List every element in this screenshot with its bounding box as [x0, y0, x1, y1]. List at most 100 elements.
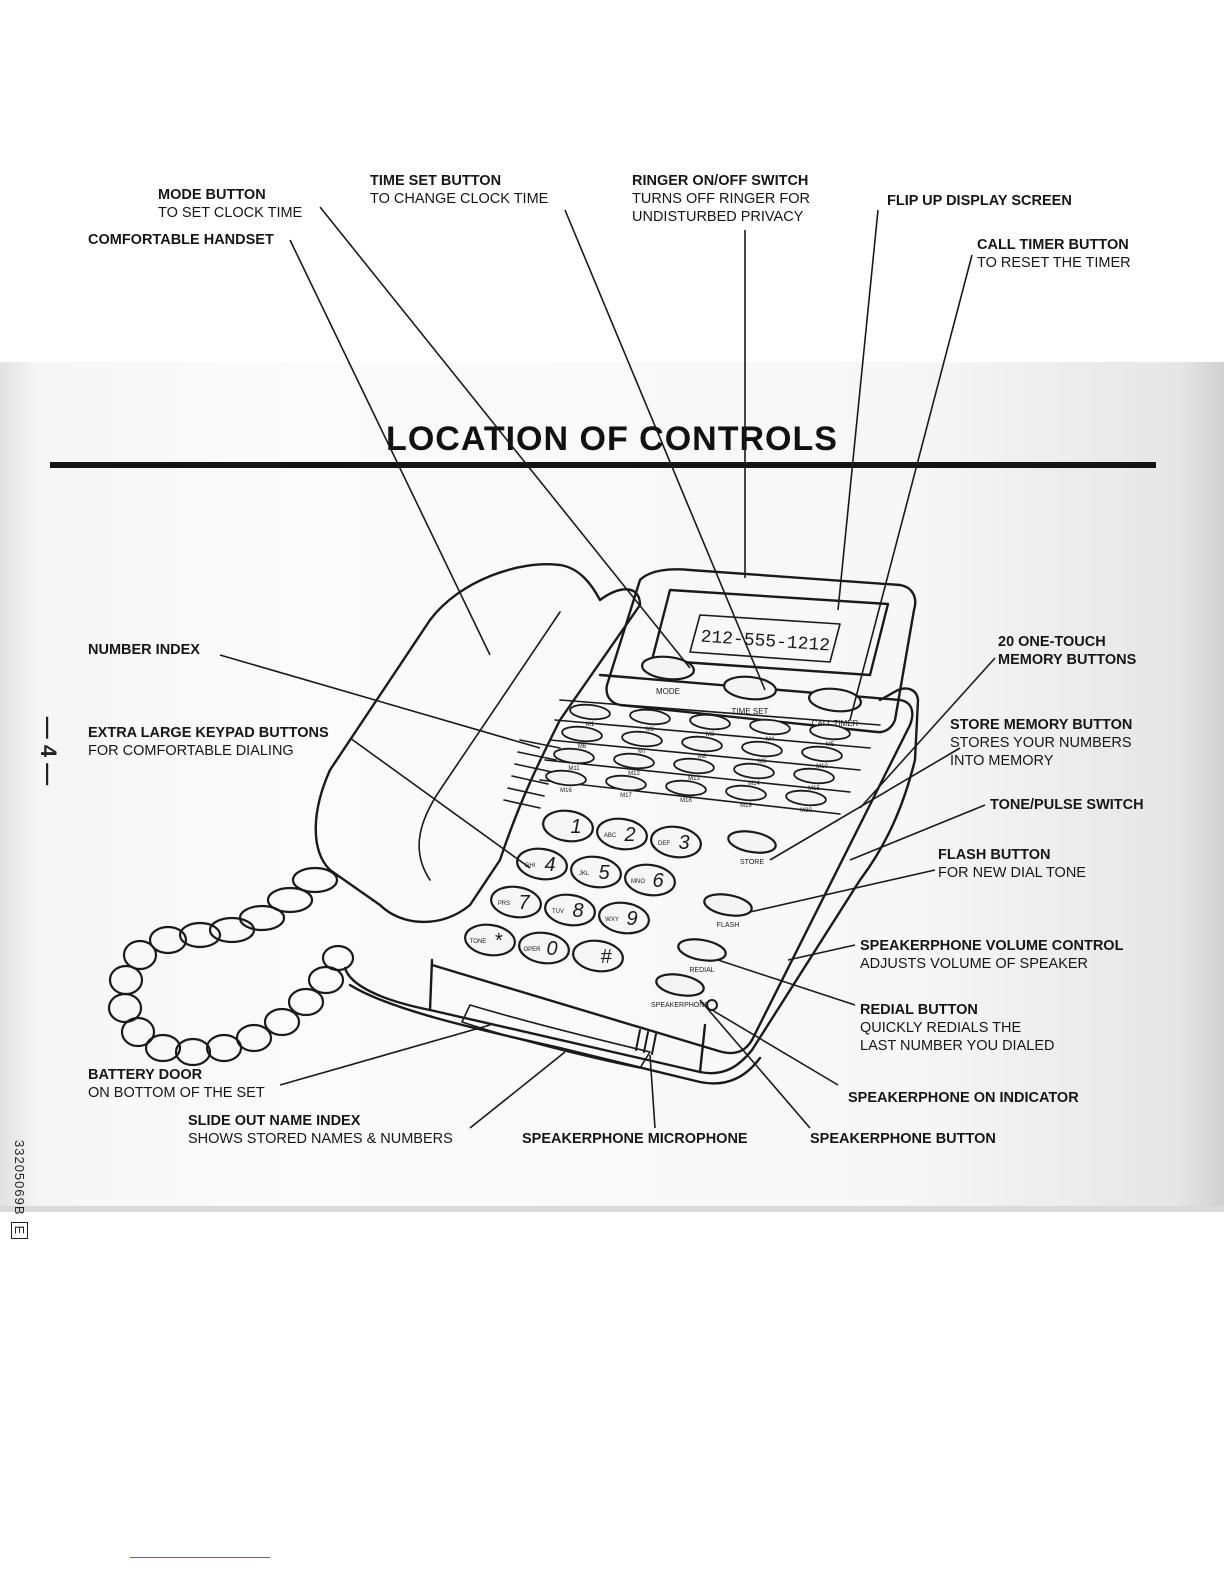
key-letters: OPER — [523, 947, 541, 953]
display-screen — [689, 614, 841, 663]
page-number: — 4 — — [36, 716, 62, 786]
label-flip-display: FLIP UP DISPLAY SCREEN — [887, 193, 1072, 209]
flash-button-label: FLASH — [717, 922, 740, 929]
memory-button-m11[interactable] — [553, 747, 595, 765]
memory-button-label: M14 — [748, 781, 760, 787]
memory-button-m9[interactable] — [741, 740, 783, 758]
memory-button-rows — [539, 699, 881, 815]
memory-button-label: M10 — [816, 764, 828, 770]
memory-button-m6[interactable] — [561, 725, 603, 743]
key-8[interactable] — [543, 892, 597, 929]
label-battery-door: BATTERY DOOR ON BOTTOM OF THE SET — [88, 1067, 265, 1101]
memory-button-label: M19 — [740, 803, 752, 809]
key-9[interactable] — [597, 900, 651, 937]
time-set-button[interactable] — [723, 674, 777, 701]
mode-button[interactable] — [641, 654, 695, 681]
key-digit: 4 — [544, 854, 555, 876]
handset-inner — [418, 611, 561, 881]
key-star[interactable] — [463, 922, 517, 959]
label-mode-button: MODE BUTTON TO SET CLOCK TIME — [158, 187, 303, 221]
key-letters: WXY — [605, 917, 619, 923]
store-button[interactable] — [727, 828, 778, 856]
label-keypad: EXTRA LARGE KEYPAD BUTTONS FOR COMFORTAB… — [88, 725, 329, 759]
memory-button-m14[interactable] — [733, 762, 775, 780]
label-speaker-volume: SPEAKERPHONE VOLUME CONTROL ADJUSTS VOLU… — [860, 938, 1124, 972]
call-timer-button[interactable] — [808, 686, 862, 713]
phone-base — [343, 687, 920, 1075]
key-5[interactable] — [569, 854, 623, 891]
memory-button-label: M1 — [586, 722, 595, 728]
label-handset: COMFORTABLE HANDSET — [88, 232, 274, 248]
doc-code-box: E — [11, 1221, 28, 1240]
key-digit: 1 — [570, 816, 581, 838]
memory-button-label: M3 — [706, 732, 715, 738]
key-6[interactable] — [623, 862, 677, 899]
label-flash-button: FLASH BUTTON FOR NEW DIAL TONE — [938, 847, 1086, 881]
memory-button-m2[interactable] — [629, 708, 671, 726]
memory-button-m7[interactable] — [621, 730, 663, 748]
memory-button-m19[interactable] — [725, 784, 767, 802]
memory-button-m8[interactable] — [681, 735, 723, 753]
key-letters: MNO — [631, 879, 645, 885]
document-code: 33205069BE — [11, 1140, 28, 1240]
label-speaker-mic: SPEAKERPHONE MICROPHONE — [522, 1131, 748, 1147]
label-tone-pulse: TONE/PULSE SWITCH — [990, 797, 1144, 813]
handset-grille — [503, 739, 561, 809]
memory-button-m16[interactable] — [545, 769, 587, 787]
memory-button-label: M8 — [698, 754, 707, 760]
base-front-lip — [428, 958, 707, 1074]
label-speaker-button: SPEAKERPHONE BUTTON — [810, 1131, 996, 1147]
memory-button-m13[interactable] — [673, 757, 715, 775]
label-call-timer-button: CALL TIMER BUTTON TO RESET THE TIMER — [977, 237, 1131, 271]
speakerphone-button-label: SPEAKERPHONE — [651, 1002, 709, 1009]
memory-button-label: M12 — [628, 771, 640, 777]
memory-button-label: M15 — [808, 786, 820, 792]
flash-button[interactable] — [703, 891, 754, 919]
key-4[interactable] — [515, 846, 569, 883]
memory-button-label: M5 — [826, 742, 835, 748]
title-rule — [50, 462, 1156, 468]
key-0[interactable] — [517, 930, 571, 967]
store-button-label: STORE — [740, 859, 764, 866]
memory-button-m12[interactable] — [613, 752, 655, 770]
key-letters: GHI — [525, 863, 536, 869]
key-letters: PRS — [498, 901, 510, 907]
label-time-set-button: TIME SET BUTTON TO CHANGE CLOCK TIME — [370, 173, 549, 207]
key-digit: 2 — [623, 824, 635, 846]
key-digit: 0 — [546, 938, 557, 960]
key-letters: TUV — [552, 909, 564, 915]
key-2[interactable] — [595, 816, 649, 853]
memory-button-m17[interactable] — [605, 774, 647, 792]
key-7[interactable] — [489, 884, 543, 921]
memory-button-label: M7 — [638, 749, 647, 755]
key-3[interactable] — [649, 824, 703, 861]
call-timer-button-label: CALL TIMER — [812, 719, 859, 728]
memory-button-m1[interactable] — [569, 703, 611, 721]
memory-button-m10[interactable] — [801, 745, 843, 763]
redial-button[interactable] — [677, 936, 728, 964]
leader-lines — [219, 206, 996, 1129]
handset — [314, 563, 642, 924]
key-digit: 7 — [518, 892, 530, 914]
memory-button-label: M6 — [578, 744, 587, 750]
display-readout: 212-555-1212 — [700, 628, 831, 657]
memory-button-m18[interactable] — [665, 779, 707, 797]
memory-button-m20[interactable] — [785, 789, 827, 807]
label-redial-button: REDIAL BUTTON QUICKLY REDIALS THE LAST N… — [860, 1002, 1055, 1054]
label-name-index: SLIDE OUT NAME INDEX SHOWS STORED NAMES … — [188, 1113, 453, 1147]
memory-button-m3[interactable] — [689, 713, 731, 731]
memory-button-label: M13 — [688, 776, 700, 782]
key-letters: ABC — [604, 833, 617, 839]
phone-deck — [430, 673, 914, 1055]
memory-button-m5[interactable] — [809, 723, 851, 741]
speakerphone-button[interactable] — [655, 971, 706, 999]
key-1[interactable] — [541, 808, 595, 845]
memory-button-m15[interactable] — [793, 767, 835, 785]
label-memory-buttons: 20 ONE-TOUCH MEMORY BUTTONS — [998, 634, 1137, 668]
key-digit: # — [600, 946, 612, 968]
key-pound[interactable] — [571, 938, 625, 975]
memory-button-m4[interactable] — [749, 718, 791, 736]
